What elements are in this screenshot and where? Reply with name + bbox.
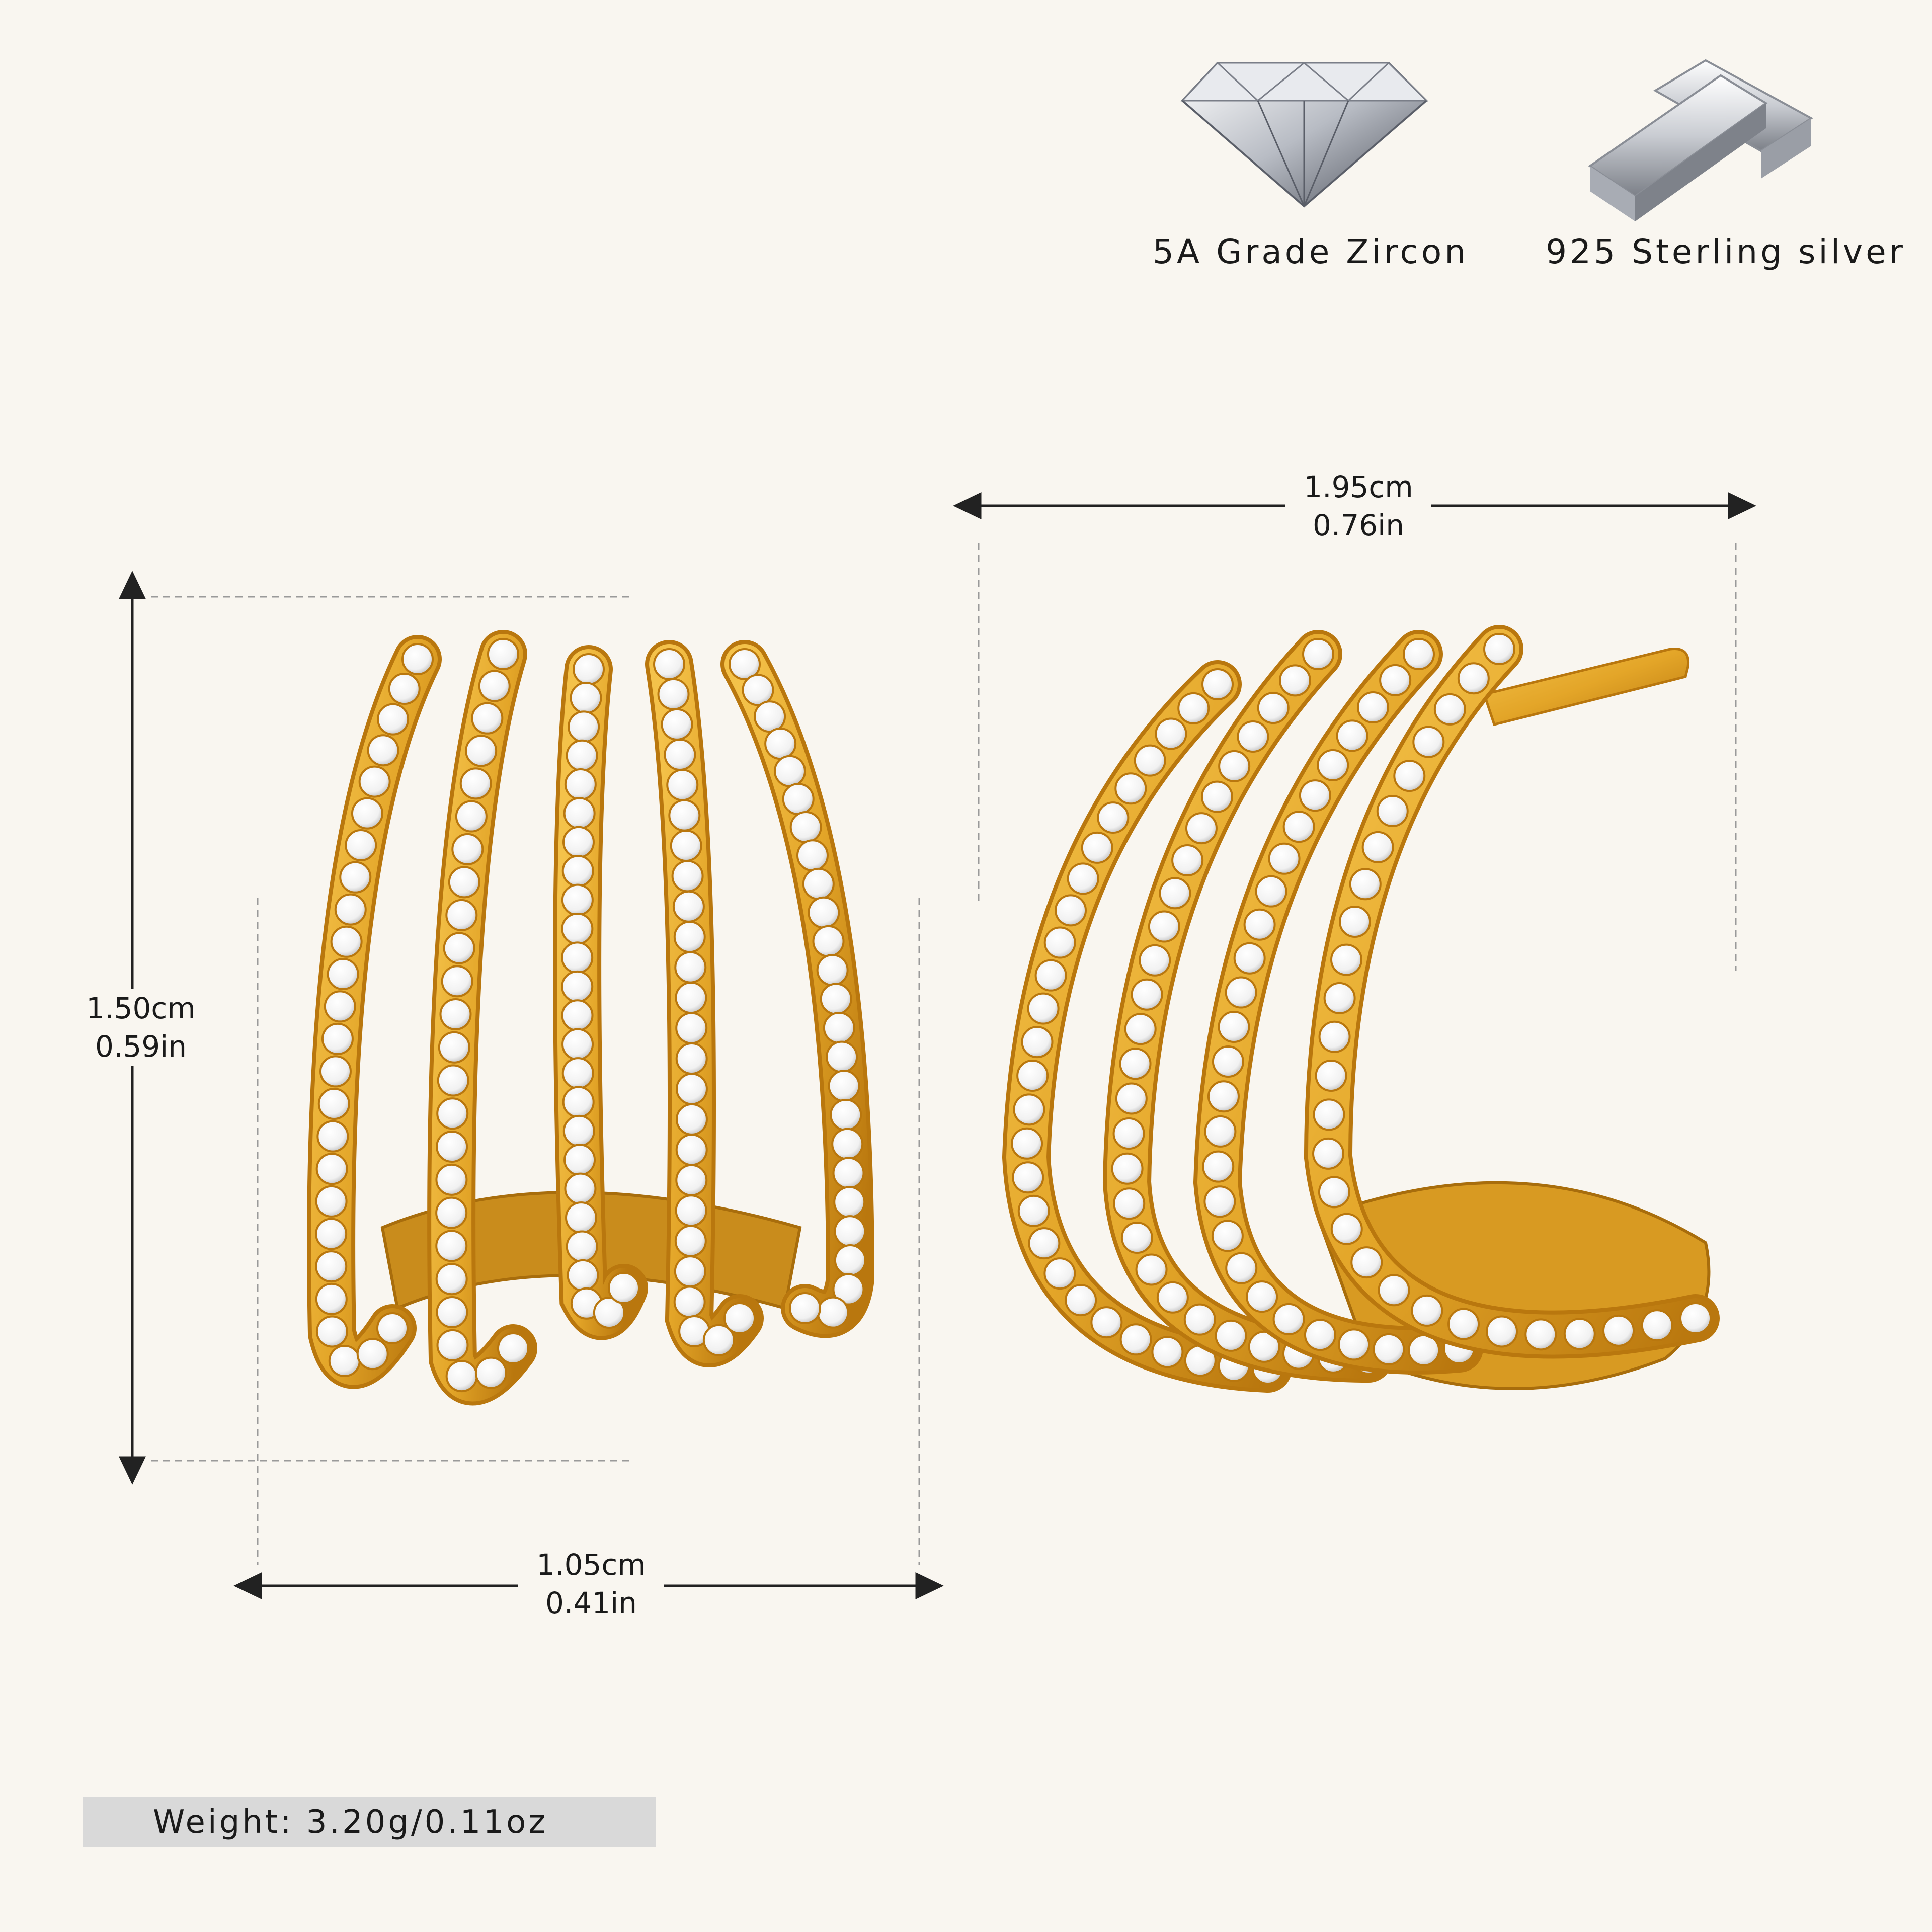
front-height-in: 0.59in — [95, 1029, 187, 1064]
side-width-label: 1.95cm 0.76in — [1285, 468, 1431, 544]
front-height-label: 1.50cm 0.59in — [70, 989, 211, 1066]
side-width-in: 0.76in — [1312, 508, 1404, 542]
front-band-3 — [553, 645, 648, 1340]
front-band-4 — [645, 640, 764, 1367]
side-band-2 — [1102, 630, 1393, 1383]
front-height-cm: 1.50cm — [86, 991, 196, 1025]
side-width-cm: 1.95cm — [1304, 470, 1413, 504]
feature-label-silver: 925 Sterling silver — [1546, 232, 1906, 271]
front-width-cm: 1.05cm — [536, 1548, 646, 1582]
feature-label-zircon: 5A Grade Zircon — [1152, 232, 1469, 271]
side-band-4 — [1304, 625, 1720, 1359]
front-band-5 — [720, 640, 875, 1338]
side-band-1 — [1002, 660, 1292, 1393]
weight-bar: Weight: 3.20g/0.11oz — [83, 1797, 656, 1847]
front-width-label: 1.05cm 0.41in — [518, 1546, 664, 1622]
front-band-2 — [427, 630, 537, 1406]
weight-text: Weight: 3.20g/0.11oz — [153, 1804, 548, 1841]
side-band-3 — [1193, 630, 1483, 1375]
front-band-1 — [307, 635, 442, 1389]
front-width-in: 0.41in — [545, 1586, 637, 1620]
